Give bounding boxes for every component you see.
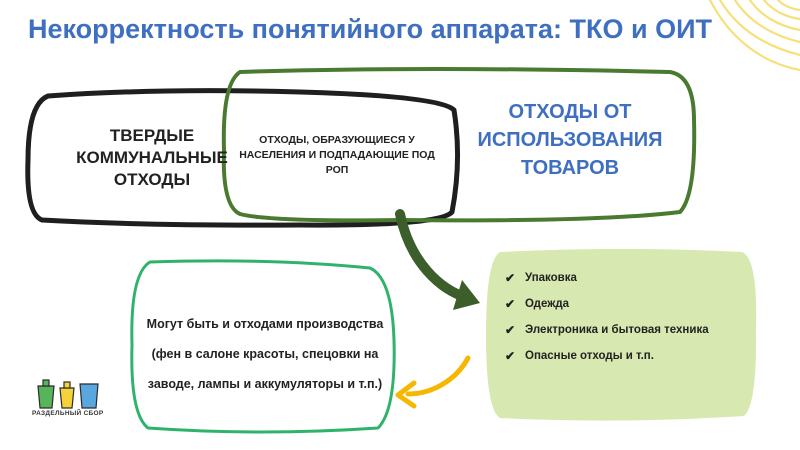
- list-panel: [486, 249, 757, 421]
- list-item-label: Упаковка: [525, 272, 577, 284]
- list-item: ✔ Упаковка: [505, 268, 750, 288]
- list-item: ✔ Одежда: [505, 294, 750, 314]
- note-box: [130, 259, 396, 434]
- checkmark-icon: ✔: [505, 271, 516, 285]
- note-text: Могут быть и отходами производства (фен …: [146, 317, 384, 391]
- list-item-label: Опасные отходы и т.п.: [525, 350, 654, 362]
- checkmark-icon: ✔: [505, 297, 516, 311]
- oit-box: [221, 67, 697, 223]
- list-item-label: Электроника и бытовая техника: [525, 324, 709, 336]
- recycling-bins-logo: [37, 379, 99, 409]
- list-item-label: Одежда: [525, 298, 570, 310]
- green-arrow-shaft: [395, 209, 473, 303]
- goods-list: ✔ Упаковка ✔ Одежда ✔ Электроника и бытовая…: [505, 268, 750, 408]
- tko-label: ТВЕРДЫЕ КОММУНАЛЬНЫЕ ОТХОДЫ: [76, 126, 228, 189]
- oit-label: ОТХОДЫ ОТ ИСПОЛЬЗОВАНИЯ ТОВАРОВ: [477, 101, 663, 179]
- checkmark-icon: ✔: [505, 349, 516, 363]
- orange-arrow-shaft: [405, 355, 471, 397]
- overlap-label: ОТХОДЫ, ОБРАЗУЮЩИЕСЯ У НАСЕЛЕНИЯ И ПОДПА…: [239, 133, 435, 176]
- checkmark-icon: ✔: [505, 323, 516, 337]
- orange-arrow-head: [395, 380, 417, 409]
- page-title: Некорректность понятийного аппарата: ТКО…: [28, 14, 713, 44]
- green-arrow-head: [453, 280, 480, 310]
- logo-caption: РАЗДЕЛЬНЫЙ СБОР: [32, 410, 104, 417]
- list-item: ✔ Опасные отходы и т.п.: [505, 346, 750, 366]
- list-item: ✔ Электроника и бытовая техника: [505, 320, 750, 340]
- decorative-scribble: [708, 0, 800, 72]
